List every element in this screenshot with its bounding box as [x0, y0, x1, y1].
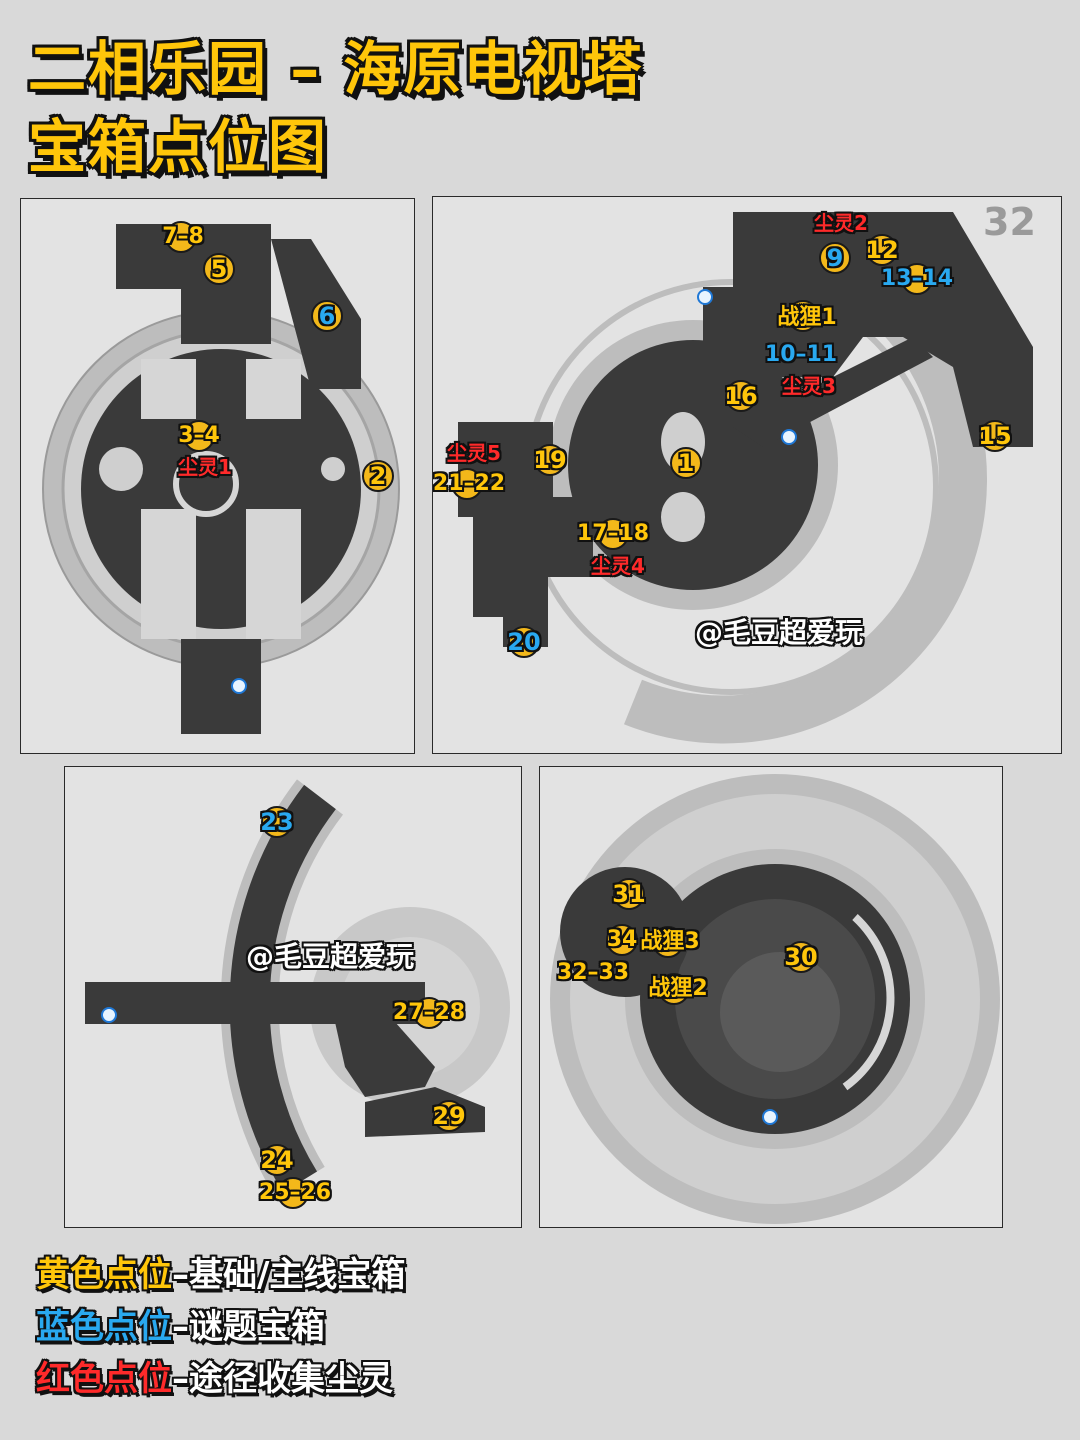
- chest-marker-19: [534, 444, 566, 476]
- chest-label-13-14: 13–14: [880, 266, 954, 291]
- chest-label-24: 24: [260, 1146, 294, 1174]
- dust-spirit-label-2: 尘灵2: [814, 211, 868, 235]
- chest-label-21-22: 21–22: [432, 471, 506, 496]
- raccoon-label-3: 战狸3: [640, 929, 700, 954]
- chest-marker-27-28: [413, 997, 445, 1029]
- chest-marker-25-26: [277, 1177, 309, 1209]
- chest-label-25-26: 25–26: [258, 1180, 332, 1205]
- chest-label-27-28: 27–28: [392, 1000, 466, 1025]
- legend-key: 蓝色点位: [36, 1307, 172, 1347]
- watermark: @毛豆超爱玩: [694, 616, 864, 649]
- chest-label-31: 31: [612, 880, 646, 908]
- raccoon-marker-2: [658, 973, 690, 1005]
- chest-label-2: 2: [369, 462, 387, 490]
- legend-key: 黄色点位: [36, 1255, 172, 1295]
- chest-label-23: 23: [260, 808, 294, 836]
- map-title: 二相乐园 – 海原电视塔: [28, 35, 644, 103]
- chest-label-1: 1: [677, 449, 695, 477]
- panel-2-map: 32: [458, 200, 1036, 744]
- dust-spirit-label-5: 尘灵5: [447, 441, 501, 465]
- chest-marker-17-18: [597, 518, 629, 550]
- chest-marker-15: [979, 420, 1011, 452]
- chest-label-16: 16: [724, 382, 758, 410]
- legend-sep: –: [172, 1307, 189, 1347]
- map-panel-1: 7–8 5 6 3–4 尘灵1 2: [20, 198, 415, 754]
- chest-label-15: 15: [978, 422, 1012, 450]
- chest-label-17-18: 17–18: [576, 521, 650, 546]
- chest-marker-30: [785, 941, 817, 973]
- chest-label-19: 19: [533, 446, 567, 474]
- chest-marker-5: [203, 253, 235, 285]
- legend-blue: 蓝色点位–谜题宝箱: [36, 1310, 325, 1344]
- teleport-icon: [231, 678, 247, 694]
- chest-marker-16: [725, 380, 757, 412]
- chest-label-12: 12: [865, 236, 899, 264]
- teleport-icon: [101, 1007, 117, 1023]
- chest-label-32-33: 32–33: [556, 960, 630, 985]
- chest-label-34: 34: [606, 927, 638, 952]
- chest-marker-6: [311, 300, 343, 332]
- chest-marker-31: [613, 878, 645, 910]
- panel-4-map: [550, 774, 1000, 1224]
- dust-spirit-label-1: 尘灵1: [178, 455, 232, 479]
- chest-marker-24: [261, 1144, 293, 1176]
- chest-label-7-8: 7–8: [162, 224, 204, 249]
- chest-label-10-11: 10–11: [764, 342, 838, 367]
- chest-marker-7-8: [165, 221, 197, 253]
- legend-yellow: 黄色点位–基础/主线宝箱: [36, 1258, 405, 1292]
- chest-marker-23: [261, 806, 293, 838]
- chest-label-5: 5: [210, 255, 228, 283]
- teleport-icon: [697, 289, 713, 305]
- legend-sep: –: [172, 1359, 189, 1399]
- chest-marker-29: [433, 1100, 465, 1132]
- raccoon-label-2: 战狸2: [648, 976, 708, 1001]
- legend-desc: 谜题宝箱: [189, 1307, 325, 1347]
- chest-label-3-4: 3–4: [178, 423, 220, 448]
- watermark: @毛豆超爱玩: [245, 940, 415, 973]
- chest-marker-12: [866, 234, 898, 266]
- map-panel-2: 32 尘灵2 9 12 13–14 战狸1 10–11 尘灵3 16 15 尘灵…: [432, 196, 1062, 754]
- legend-desc: 途径收集尘灵: [189, 1359, 393, 1399]
- teleport-icon: [762, 1109, 778, 1125]
- chest-marker-21-22: [451, 468, 483, 500]
- chest-label-6: 6: [318, 302, 336, 330]
- legend-red: 红色点位–途径收集尘灵: [36, 1362, 393, 1396]
- chest-label-9: 9: [826, 244, 844, 272]
- legend-sep: –: [172, 1255, 189, 1295]
- chest-marker-2: [362, 460, 394, 492]
- chest-marker-13-14: [901, 263, 933, 295]
- map-subtitle: 宝箱点位图: [28, 113, 329, 181]
- chest-label-30: 30: [784, 943, 818, 971]
- chest-marker-9: [819, 242, 851, 274]
- room-number: 32: [983, 200, 1036, 244]
- chest-marker-1: [670, 447, 702, 479]
- dust-spirit-label-4: 尘灵4: [591, 554, 645, 578]
- chest-marker-20: [508, 626, 540, 658]
- panel-3-map: [85, 779, 510, 1198]
- teleport-icon: [781, 429, 797, 445]
- chest-marker-3-4: [183, 420, 215, 452]
- chest-label-29: 29: [432, 1102, 466, 1130]
- legend-key: 红色点位: [36, 1359, 172, 1399]
- raccoon-marker-3: [652, 926, 684, 958]
- chest-marker-34: [606, 924, 638, 956]
- dust-spirit-label-3: 尘灵3: [782, 374, 836, 398]
- map-panel-4: 31 34 战狸3 30 32–33 战狸2: [539, 766, 1003, 1228]
- chest-label-20: 20: [507, 628, 541, 656]
- legend-desc: 基础/主线宝箱: [189, 1255, 406, 1295]
- raccoon-label-1: 战狸1: [777, 305, 837, 330]
- raccoon-marker-1: [787, 300, 819, 332]
- map-panel-3: 23 @毛豆超爱玩 27–28 29 24 25–26: [64, 766, 522, 1228]
